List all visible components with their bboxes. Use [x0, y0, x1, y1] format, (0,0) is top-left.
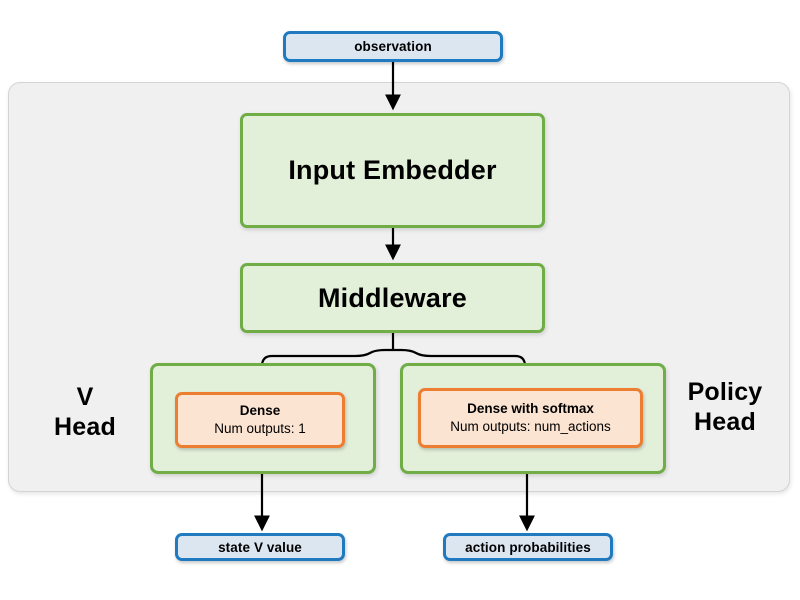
v-head-dense-node[interactable]: Dense Num outputs: 1: [175, 392, 345, 448]
state-v-value-node[interactable]: state V value: [175, 533, 345, 561]
action-probabilities-node[interactable]: action probabilities: [443, 533, 613, 561]
v-head-dense-subtitle: Num outputs: 1: [214, 421, 306, 436]
v-head-caption-line2: Head: [54, 412, 116, 441]
policy-head-dense-node[interactable]: Dense with softmax Num outputs: num_acti…: [418, 388, 643, 448]
v-head-caption: V Head: [25, 383, 145, 442]
middleware-label: Middleware: [317, 282, 468, 313]
policy-head-dense-subtitle: Num outputs: num_actions: [450, 419, 611, 434]
v-head-dense-title: Dense: [239, 402, 281, 418]
action-probabilities-label: action probabilities: [465, 539, 591, 555]
policy-head-dense-title: Dense with softmax: [467, 400, 594, 416]
state-v-value-label: state V value: [218, 539, 302, 555]
v-head-caption-line1: V: [76, 383, 94, 411]
input-embedder-label: Input Embedder: [288, 155, 497, 185]
policy-head-caption: Policy Head: [665, 378, 785, 437]
policy-head-caption-line1: Policy: [687, 378, 763, 406]
input-embedder-node[interactable]: Input Embedder: [240, 113, 545, 228]
observation-label: observation: [354, 39, 432, 54]
middleware-node[interactable]: Middleware: [240, 263, 545, 333]
observation-node[interactable]: observation: [283, 31, 503, 62]
policy-head-caption-line2: Head: [694, 407, 756, 436]
